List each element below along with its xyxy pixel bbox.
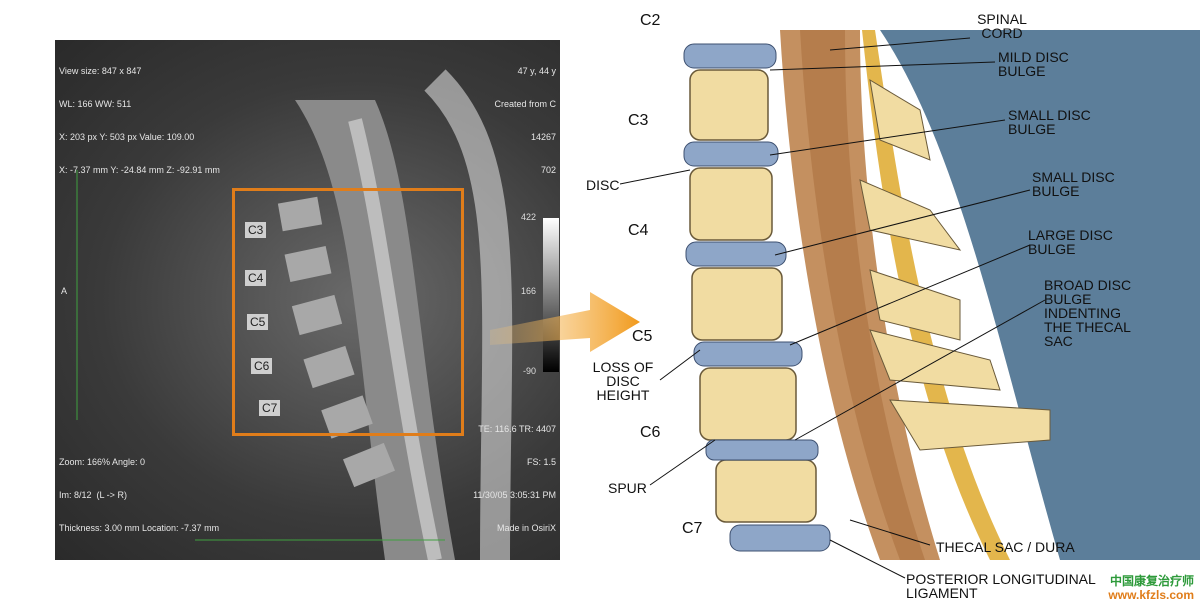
label-thecal-sac: THECAL SAC / DURA (936, 539, 1075, 555)
label-posterior-longitudinal-ligament: POSTERIOR LONGITUDINAL LIGAMENT (906, 571, 1096, 601)
label-loss-of-disc-height: LOSS OF DISC HEIGHT (592, 359, 654, 403)
mri-image: View size: 847 x 847 WL: 166 WW: 511 X: … (55, 40, 560, 560)
vertebra-label-c4: C4 (628, 222, 649, 239)
watermark-url: www.kfzls.com (1108, 588, 1194, 602)
study-id: 14267 (530, 132, 556, 142)
thickness-location: Thickness: 3.00 mm Location: -7.37 mm (59, 523, 220, 533)
vertebra-label-c6: C6 (640, 424, 661, 441)
colorbar-max: 422 (521, 212, 537, 222)
level-label-c4: C4 (245, 270, 267, 286)
level-label-c5: C5 (247, 314, 269, 330)
muscle-layer (880, 30, 1200, 560)
acquisition-date: 11/30/05 3:05:31 PM (473, 490, 556, 500)
level-label-c3: C3 (245, 222, 267, 238)
ligament-yellow (862, 30, 1010, 560)
label-spur: SPUR (608, 480, 647, 496)
orientation-left: A (61, 286, 68, 296)
colorbar-min: -90 (523, 366, 537, 376)
label-mild-disc-bulge: MILD DISC BULGE (998, 49, 1069, 79)
zoom-angle: Zoom: 166% Angle: 0 (59, 457, 146, 467)
watermark: 中国康复治疗师 www.kfzls.com (1108, 574, 1194, 602)
label-small-disc-bulge-1: SMALL DISC BULGE (1008, 107, 1091, 137)
view-size: View size: 847 x 847 (59, 66, 142, 76)
mri-info-bottom-right: TE: 116.6 TR: 4407 FS: 1.5 11/30/05 3:05… (473, 402, 556, 556)
created-from: Created from C (494, 99, 556, 109)
label-small-disc-bulge-2: SMALL DISC BULGE (1032, 169, 1115, 199)
discs (683, 43, 831, 552)
highlight-box (232, 188, 464, 436)
field-strength: FS: 1.5 (526, 457, 556, 467)
vertebra-label-c2: C2 (640, 12, 661, 29)
image-index: Im: 8/12 (L -> R) (59, 490, 127, 500)
age: 47 y, 44 y (517, 66, 556, 76)
mm-position: X: -7.37 mm Y: -24.84 mm Z: -92.91 mm (59, 165, 220, 175)
mri-info-top-left: View size: 847 x 847 WL: 166 WW: 511 X: … (59, 44, 220, 198)
spinous-processes (859, 79, 1051, 451)
pixel-value: X: 203 px Y: 503 px Value: 109.00 (59, 132, 195, 142)
window-level: WL: 166 WW: 511 (59, 99, 132, 109)
te-tr: TE: 116.6 TR: 4407 (478, 424, 556, 434)
vertebra-label-c7: C7 (682, 520, 703, 537)
arrow-icon (490, 292, 640, 352)
label-broad-disc-bulge: BROAD DISC BULGE INDENTING THE THECAL SA… (1044, 277, 1132, 349)
made-in: Made in OsiriX (496, 523, 556, 533)
vertebral-bodies (689, 69, 817, 523)
mri-anatomy (76, 69, 513, 560)
series-id: 702 (540, 165, 556, 175)
mri-info-top-right: 47 y, 44 y Created from C 14267 702 (494, 44, 556, 198)
level-label-c6: C6 (251, 358, 273, 374)
label-spinal-cord: SPINAL CORD (977, 11, 1027, 41)
vertebra-label-c5: C5 (632, 328, 653, 345)
vertebra-label-c3: C3 (628, 112, 649, 129)
label-disc: DISC (586, 177, 620, 193)
mri-info-bottom-left: Zoom: 166% Angle: 0 Im: 8/12 (L -> R) Th… (59, 435, 219, 556)
level-label-c7: C7 (259, 400, 281, 416)
watermark-cn: 中国康复治疗师 (1109, 574, 1194, 588)
colorbar-mid: 166 (521, 286, 537, 296)
label-large-disc-bulge: LARGE DISC BULGE (1028, 227, 1113, 257)
spinal-cord (800, 30, 925, 560)
